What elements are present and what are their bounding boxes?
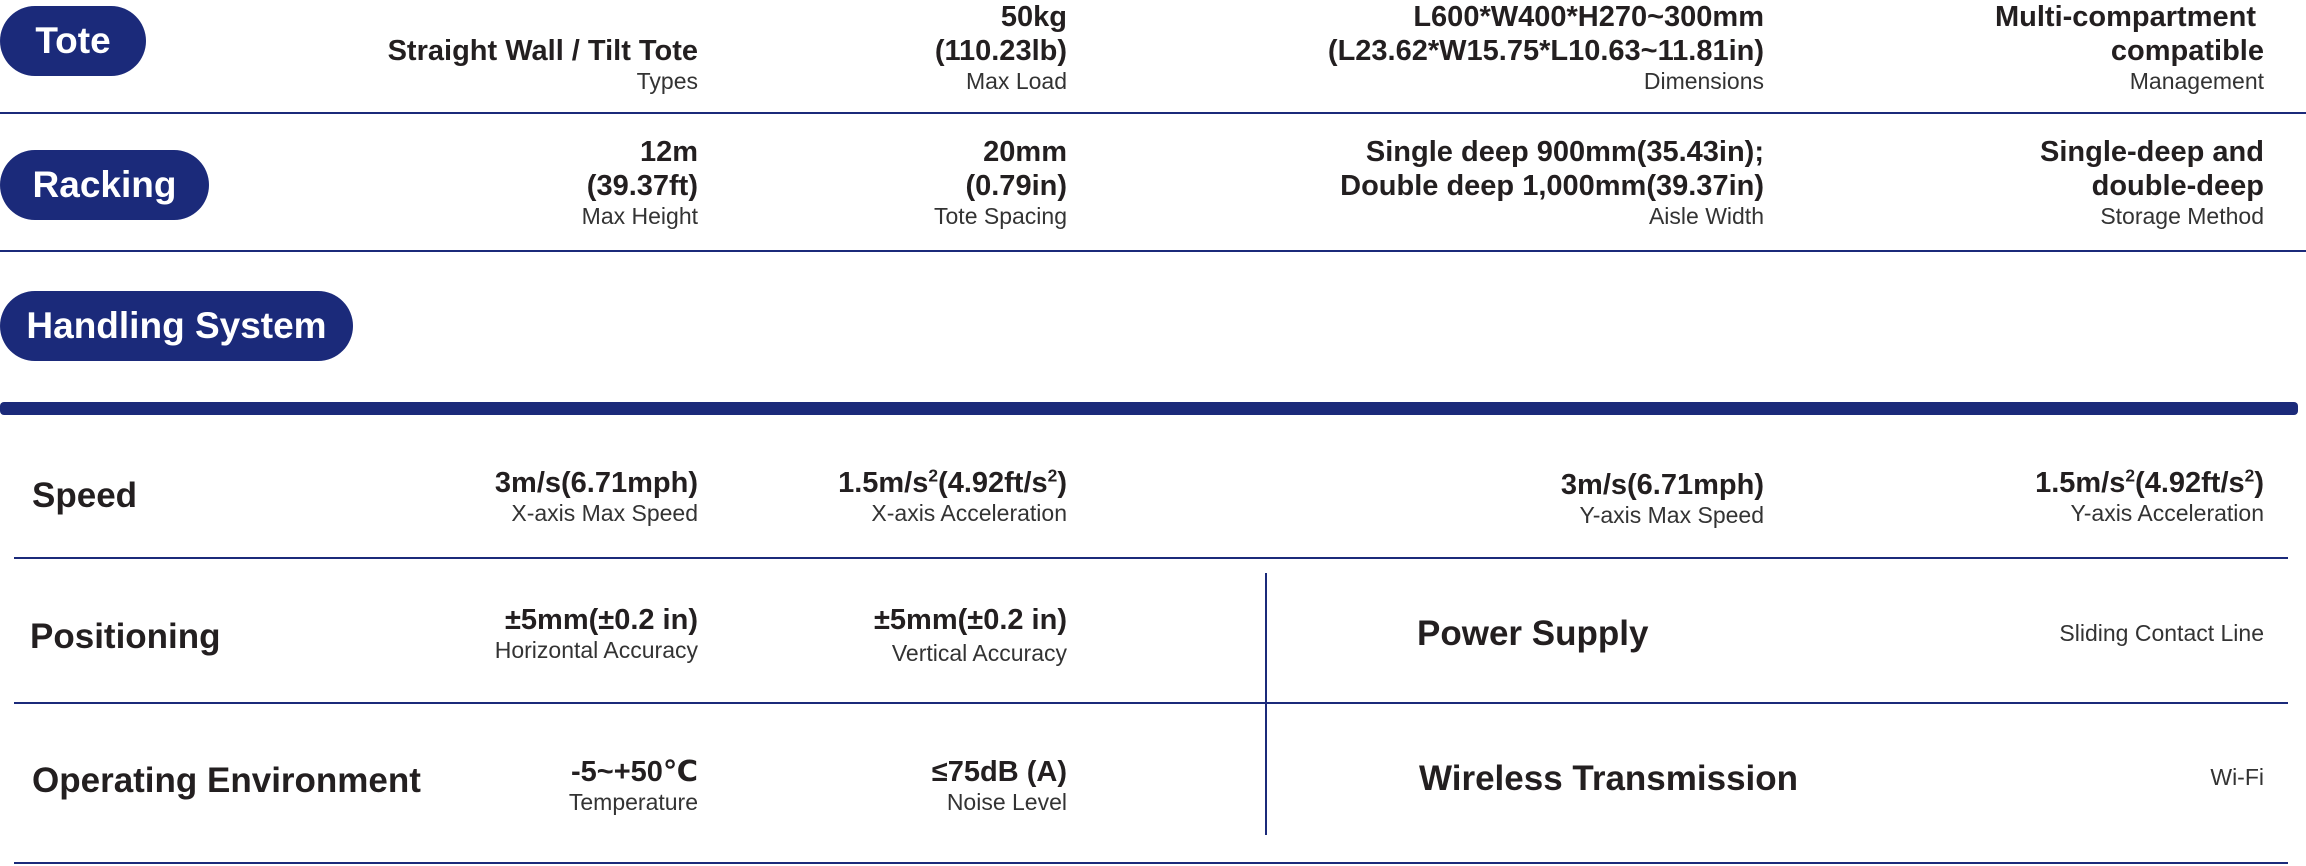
speed-x-accel-value: 1.5m/s2(4.92ft/s2): [838, 465, 1067, 499]
positioning-horizontal-label: Horizontal Accuracy: [494, 637, 698, 663]
speed-y-accel-value: 1.5m/s2(4.92ft/s2): [2035, 465, 2264, 499]
tote-types-label: Types: [636, 68, 698, 94]
handling-section-badge: Handling System: [0, 291, 353, 361]
tote-management-label: Management: [2129, 68, 2264, 94]
speed-y-accel: 1.5m/s2(4.92ft/s2) Y-axis Acceleration: [2035, 466, 2264, 527]
racking-max-height-value1: 12m: [639, 136, 698, 168]
racking-max-height-label: Max Height: [581, 203, 698, 229]
environment-noise-value: ≤75dB (A): [931, 756, 1067, 788]
tote-dimensions-value2: (L23.62*W15.75*L10.63~11.81in): [1327, 35, 1764, 67]
racking-divider: [0, 250, 2306, 252]
tote-management: Multi-compartment compatible Management: [1995, 0, 2264, 95]
racking-storage-method-label: Storage Method: [2100, 203, 2264, 229]
environment-temperature: -5~+50℃ Temperature: [569, 755, 698, 816]
speed-y-accel-label: Y-axis Acceleration: [2070, 500, 2264, 526]
tote-dimensions-value1: L600*W400*H270~300mm: [1413, 1, 1764, 33]
racking-aisle-width-label: Aisle Width: [1648, 203, 1764, 229]
tote-dimensions: L600*W400*H270~300mm (L23.62*W15.75*L10.…: [1328, 0, 1764, 95]
tote-max-load-value2: (110.23lb): [934, 35, 1067, 67]
speed-x-accel-label: X-axis Acceleration: [871, 500, 1067, 526]
racking-aisle-width: Single deep 900mm(35.43in); Double deep …: [1340, 135, 1764, 230]
tote-dimensions-label: Dimensions: [1643, 68, 1764, 94]
racking-storage-method: Single-deep and double-deep Storage Meth…: [2040, 135, 2264, 230]
handling-thick-bar: [0, 402, 2298, 415]
wireless-value: Wi-Fi: [2210, 764, 2264, 790]
speed-y-max-value: 3m/s(6.71mph): [1560, 469, 1764, 501]
racking-storage-method-value1: Single-deep and: [2040, 136, 2264, 168]
speed-x-accel: 1.5m/s2(4.92ft/s2) X-axis Acceleration: [838, 466, 1067, 527]
racking-max-height-value2: (39.37ft): [586, 170, 698, 202]
tote-divider: [0, 112, 2306, 114]
tote-management-value2: compatible: [2110, 35, 2264, 67]
wireless-label: Wireless Transmission: [1419, 759, 1799, 798]
speed-divider: [14, 557, 2288, 559]
speed-row-label: Speed: [32, 476, 138, 515]
handling-section-title: Handling System: [26, 305, 327, 346]
environment-noise-label: Noise Level: [946, 789, 1067, 815]
speed-y-max: 3m/s(6.71mph) Y-axis Max Speed: [1561, 468, 1764, 529]
tote-max-load: 50kg (110.23lb) Max Load: [935, 0, 1067, 95]
environment-temperature-label: Temperature: [568, 789, 698, 815]
environment-divider: [14, 862, 2288, 864]
racking-section-badge: Racking: [0, 150, 209, 220]
positioning-vertical-value: ±5mm(±0.2 in): [874, 604, 1067, 636]
tote-section-title: Tote: [35, 20, 111, 61]
tote-types-value: Straight Wall / Tilt Tote: [387, 35, 698, 67]
handling-vertical-divider: [1265, 573, 1267, 835]
racking-tote-spacing-value1: 20mm: [983, 136, 1067, 168]
environment-row-label: Operating Environment: [32, 761, 421, 800]
racking-tote-spacing-label: Tote Spacing: [934, 203, 1067, 229]
racking-tote-spacing-value2: (0.79in): [965, 170, 1067, 202]
racking-tote-spacing: 20mm (0.79in) Tote Spacing: [934, 135, 1067, 230]
racking-storage-method-value2: double-deep: [2091, 170, 2264, 202]
tote-management-value1: Multi-compartment: [1995, 1, 2256, 33]
speed-x-max: 3m/s(6.71mph) X-axis Max Speed: [495, 466, 698, 527]
tote-section-badge: Tote: [0, 6, 146, 76]
tote-max-load-label: Max Load: [965, 68, 1067, 94]
speed-y-max-label: Y-axis Max Speed: [1579, 502, 1764, 528]
power-supply-value: Sliding Contact Line: [2059, 620, 2264, 646]
racking-section-title: Racking: [32, 164, 177, 205]
positioning-horizontal-value: ±5mm(±0.2 in): [505, 604, 698, 636]
tote-types: Straight Wall / Tilt Tote Types: [388, 34, 698, 95]
positioning-divider: [14, 702, 2288, 704]
environment-temperature-value: -5~+50℃: [570, 756, 698, 788]
environment-noise: ≤75dB (A) Noise Level: [932, 755, 1067, 816]
speed-x-max-value: 3m/s(6.71mph): [494, 467, 698, 499]
racking-aisle-width-value2: Double deep 1,000mm(39.37in): [1340, 170, 1764, 202]
racking-aisle-width-value1: Single deep 900mm(35.43in);: [1365, 136, 1764, 168]
positioning-row-label: Positioning: [30, 617, 221, 656]
tote-max-load-value1: 50kg: [1000, 1, 1067, 33]
positioning-vertical: ±5mm(±0.2 in) Vertical Accuracy: [874, 603, 1067, 667]
power-supply-label: Power Supply: [1417, 614, 1649, 653]
positioning-horizontal: ±5mm(±0.2 in) Horizontal Accuracy: [495, 603, 698, 664]
speed-x-max-label: X-axis Max Speed: [511, 500, 698, 526]
positioning-vertical-label: Vertical Accuracy: [891, 640, 1067, 666]
racking-max-height: 12m (39.37ft) Max Height: [582, 135, 698, 230]
